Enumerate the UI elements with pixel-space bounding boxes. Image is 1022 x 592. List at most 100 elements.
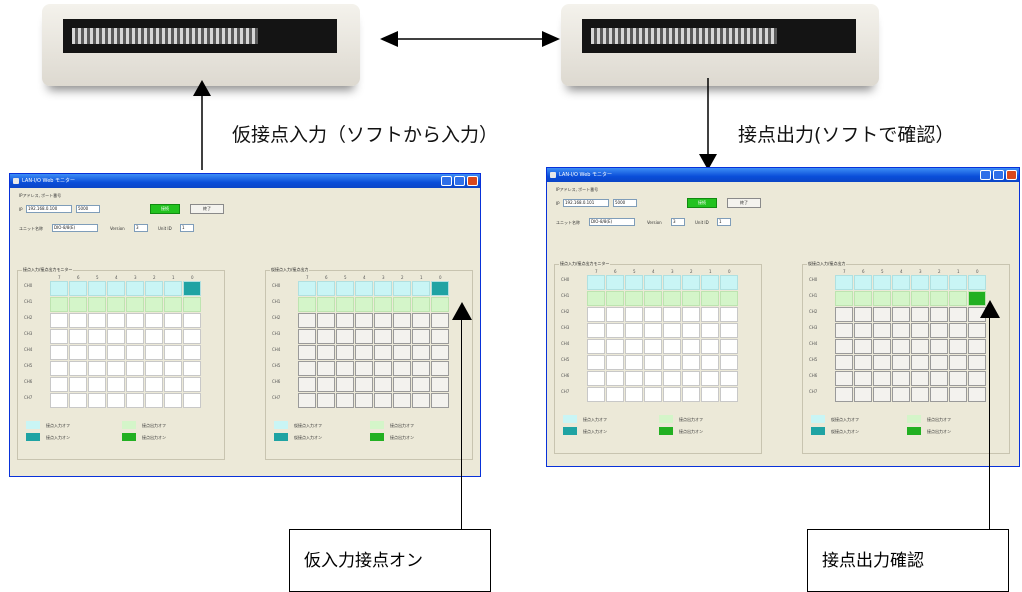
io-cell[interactable]: [336, 393, 354, 408]
io-cell[interactable]: [317, 345, 335, 360]
maximize-button[interactable]: [454, 176, 465, 186]
io-cell[interactable]: [355, 329, 373, 344]
io-cell[interactable]: [317, 329, 335, 344]
io-cell[interactable]: [968, 275, 986, 290]
ip-field[interactable]: 192.168.0.101: [563, 199, 609, 207]
io-cell[interactable]: [317, 361, 335, 376]
io-cell[interactable]: [412, 313, 430, 328]
io-cell[interactable]: [892, 387, 910, 402]
io-cell[interactable]: [892, 323, 910, 338]
io-cell[interactable]: [835, 291, 853, 306]
io-cell[interactable]: [374, 313, 392, 328]
io-cell[interactable]: [911, 275, 929, 290]
io-cell[interactable]: [317, 281, 335, 296]
io-cell[interactable]: [968, 371, 986, 386]
io-cell[interactable]: [431, 313, 449, 328]
io-cell[interactable]: [930, 387, 948, 402]
close-button[interactable]: [467, 176, 478, 186]
io-cell[interactable]: [873, 339, 891, 354]
io-cell[interactable]: [393, 329, 411, 344]
io-cell[interactable]: [930, 339, 948, 354]
io-cell[interactable]: [298, 329, 316, 344]
io-cell[interactable]: [892, 355, 910, 370]
io-cell[interactable]: [854, 355, 872, 370]
io-cell[interactable]: [374, 377, 392, 392]
io-cell[interactable]: [355, 281, 373, 296]
port-field[interactable]: 5000: [76, 205, 100, 213]
io-cell[interactable]: [835, 323, 853, 338]
io-cell[interactable]: [412, 345, 430, 360]
io-cell[interactable]: [911, 291, 929, 306]
io-cell[interactable]: [892, 291, 910, 306]
io-cell[interactable]: [835, 387, 853, 402]
io-cell[interactable]: [374, 393, 392, 408]
io-cell[interactable]: [355, 345, 373, 360]
io-cell[interactable]: [393, 345, 411, 360]
io-cell[interactable]: [355, 313, 373, 328]
io-cell[interactable]: [355, 377, 373, 392]
io-cell[interactable]: [949, 387, 967, 402]
io-cell[interactable]: [431, 281, 449, 296]
io-cell[interactable]: [873, 355, 891, 370]
io-cell[interactable]: [968, 355, 986, 370]
end-button[interactable]: 終了: [727, 198, 761, 208]
io-cell[interactable]: [854, 307, 872, 322]
io-cell[interactable]: [854, 291, 872, 306]
io-cell[interactable]: [835, 355, 853, 370]
io-cell[interactable]: [892, 307, 910, 322]
io-cell[interactable]: [949, 323, 967, 338]
io-cell[interactable]: [873, 323, 891, 338]
minimize-button[interactable]: [441, 176, 452, 186]
io-cell[interactable]: [930, 307, 948, 322]
connect-button[interactable]: 接続: [150, 204, 180, 214]
io-cell[interactable]: [431, 393, 449, 408]
io-cell[interactable]: [873, 275, 891, 290]
io-cell[interactable]: [911, 323, 929, 338]
io-cell[interactable]: [892, 371, 910, 386]
io-cell[interactable]: [835, 339, 853, 354]
io-cell[interactable]: [911, 307, 929, 322]
ip-field[interactable]: 192.168.0.100: [26, 205, 72, 213]
close-button[interactable]: [1006, 170, 1017, 180]
io-cell[interactable]: [949, 371, 967, 386]
io-cell[interactable]: [930, 323, 948, 338]
io-cell[interactable]: [431, 361, 449, 376]
io-cell[interactable]: [298, 361, 316, 376]
io-cell[interactable]: [336, 297, 354, 312]
io-cell[interactable]: [393, 393, 411, 408]
end-button[interactable]: 終了: [190, 204, 224, 214]
io-cell[interactable]: [298, 345, 316, 360]
io-cell[interactable]: [431, 297, 449, 312]
io-cell[interactable]: [949, 275, 967, 290]
io-cell[interactable]: [892, 339, 910, 354]
io-cell[interactable]: [873, 291, 891, 306]
io-cell[interactable]: [355, 297, 373, 312]
io-cell[interactable]: [336, 377, 354, 392]
io-cell[interactable]: [949, 339, 967, 354]
io-cell[interactable]: [911, 339, 929, 354]
io-cell[interactable]: [298, 377, 316, 392]
io-cell[interactable]: [835, 307, 853, 322]
io-cell[interactable]: [336, 281, 354, 296]
connect-button[interactable]: 接続: [687, 198, 717, 208]
io-cell[interactable]: [336, 329, 354, 344]
io-cell[interactable]: [949, 355, 967, 370]
io-cell[interactable]: [892, 275, 910, 290]
io-cell[interactable]: [835, 371, 853, 386]
io-cell[interactable]: [911, 371, 929, 386]
io-cell[interactable]: [393, 313, 411, 328]
io-cell[interactable]: [431, 345, 449, 360]
io-cell[interactable]: [317, 313, 335, 328]
io-cell[interactable]: [412, 297, 430, 312]
io-cell[interactable]: [336, 361, 354, 376]
io-cell[interactable]: [374, 297, 392, 312]
io-cell[interactable]: [949, 307, 967, 322]
io-cell[interactable]: [317, 393, 335, 408]
io-cell[interactable]: [336, 313, 354, 328]
io-cell[interactable]: [374, 329, 392, 344]
io-cell[interactable]: [374, 345, 392, 360]
io-cell[interactable]: [317, 377, 335, 392]
io-cell[interactable]: [873, 387, 891, 402]
io-cell[interactable]: [412, 281, 430, 296]
io-cell[interactable]: [968, 291, 986, 306]
